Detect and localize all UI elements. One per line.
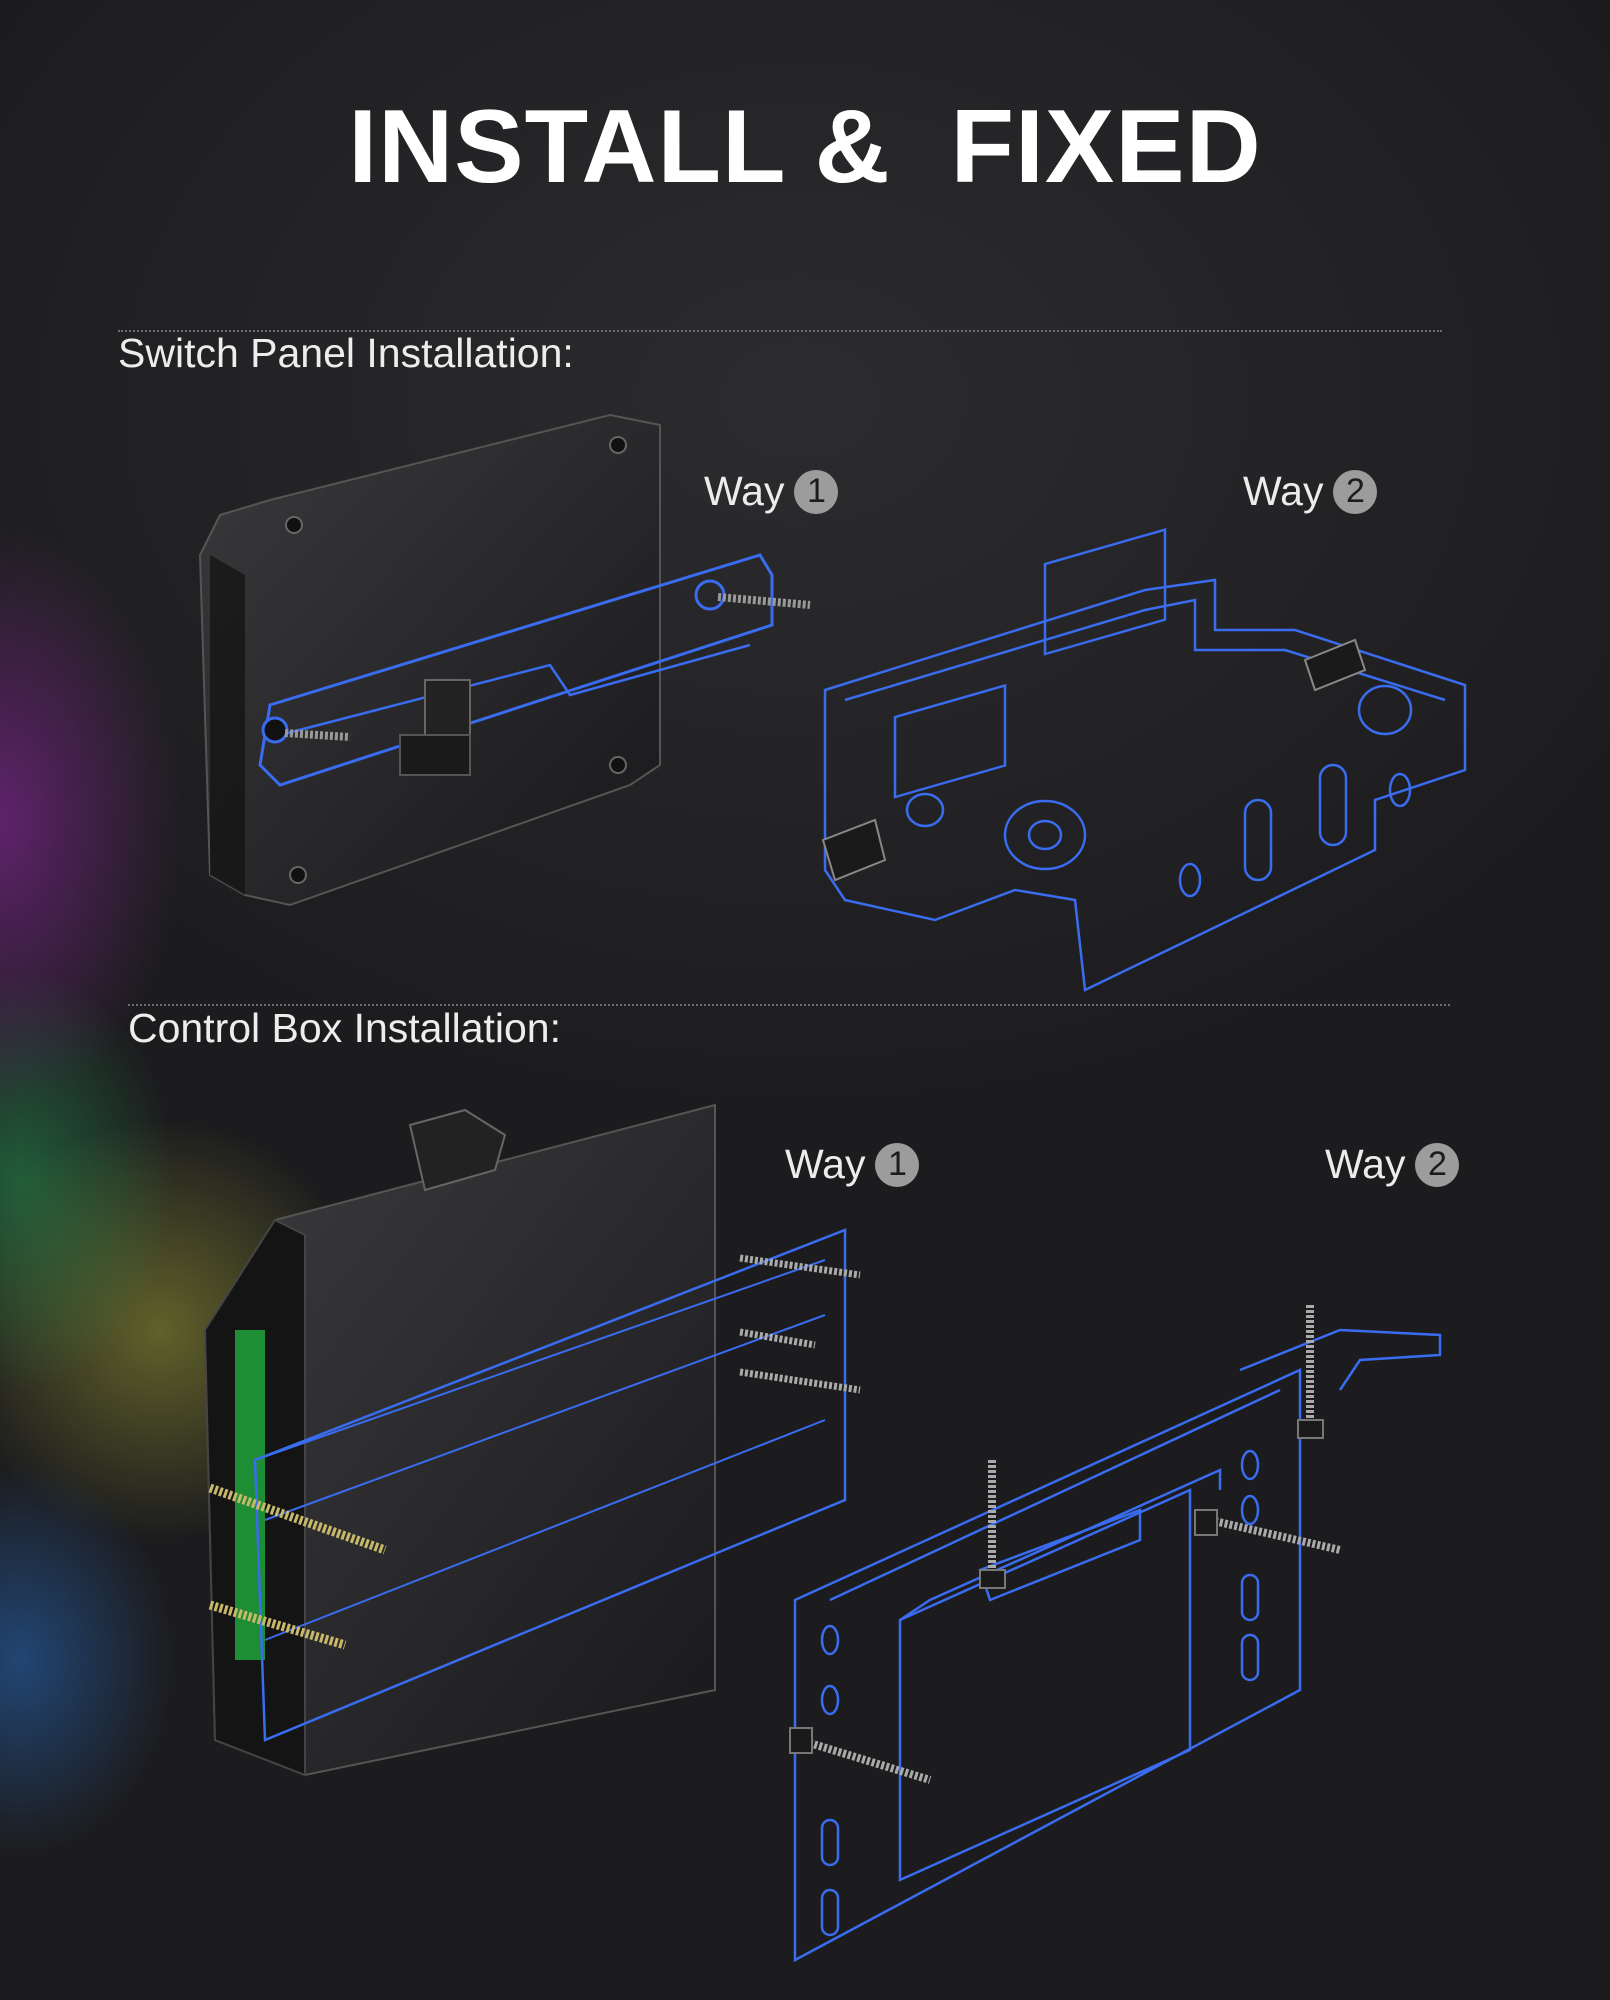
control-box-way-2: Way 2 bbox=[1325, 1141, 1460, 1188]
way-number-badge: 1 bbox=[875, 1142, 920, 1187]
control-box-illustration bbox=[203, 1103, 861, 1777]
switch-panel-way-2: Way 2 bbox=[1243, 468, 1378, 515]
way-number-badge: 1 bbox=[794, 469, 839, 514]
control-box-way-1: Way 1 bbox=[785, 1141, 920, 1188]
way-number-badge: 2 bbox=[1333, 469, 1378, 514]
page-title: INSTALL & FIXED bbox=[348, 89, 1262, 205]
section-label-switch-panel: Switch Panel Installation: bbox=[118, 330, 574, 376]
way-text: Way bbox=[1325, 1141, 1406, 1187]
section-label-control-box: Control Box Installation: bbox=[128, 1005, 562, 1051]
switch-panel-way-1: Way 1 bbox=[704, 468, 839, 515]
way-text: Way bbox=[785, 1141, 866, 1187]
way-number-badge: 2 bbox=[1415, 1142, 1460, 1187]
switch-panel-illustration bbox=[198, 413, 811, 907]
control-box-bracket-illustration bbox=[789, 1305, 1442, 1963]
switch-panel-bracket-illustration bbox=[821, 528, 1467, 992]
section-divider bbox=[128, 1004, 1450, 1006]
way-text: Way bbox=[1243, 468, 1324, 514]
section-divider bbox=[118, 330, 1442, 332]
way-text: Way bbox=[704, 468, 785, 514]
